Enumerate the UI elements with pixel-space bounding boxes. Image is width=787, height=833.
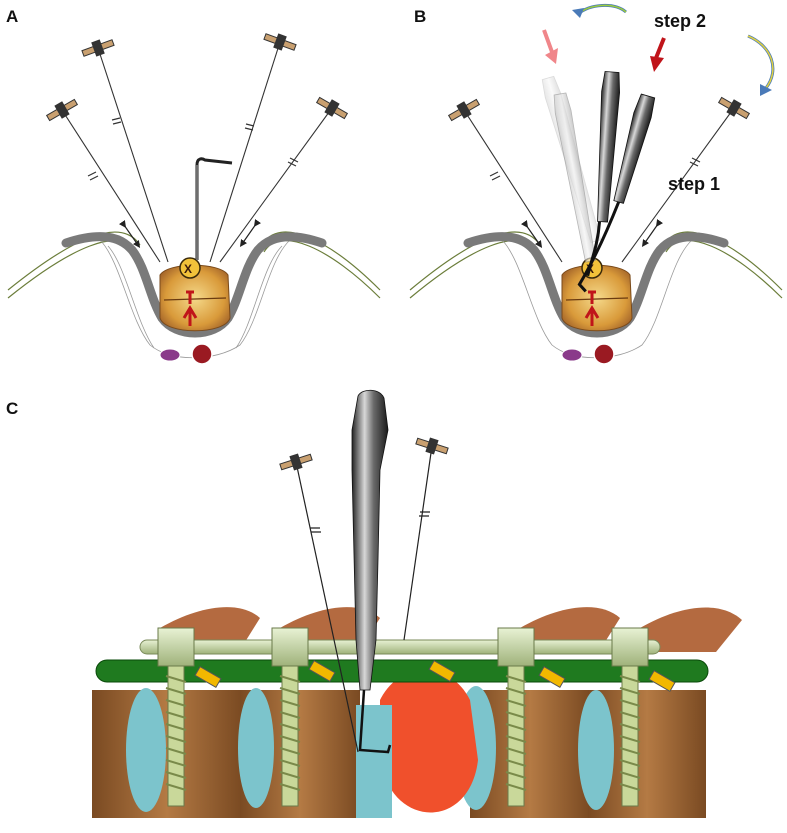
step-1-label: step 1 — [668, 174, 720, 194]
surgical-instrument-icon — [541, 71, 656, 293]
panel-a: A X — [6, 7, 381, 365]
panel-a-label: A — [6, 7, 18, 26]
k-wires — [61, 41, 333, 263]
panel-b: B X — [409, 4, 783, 365]
panel-c-label: C — [6, 399, 18, 418]
hook-instrument — [195, 157, 233, 260]
vessel-artery — [191, 343, 213, 365]
k-wire-handle-icon — [45, 33, 349, 122]
vertebra: X — [159, 257, 231, 332]
vertebra-b: X — [561, 257, 633, 332]
locking-caps — [194, 659, 676, 693]
vessel-vein — [159, 348, 181, 362]
connecting-rod — [139, 639, 661, 655]
instrument-c — [351, 389, 392, 754]
panel-b-label: B — [414, 7, 426, 26]
step-2-label: step 2 — [654, 11, 706, 31]
curved-arrow-icon — [572, 4, 775, 96]
panel-c: C — [6, 389, 742, 818]
svg-text:X: X — [184, 262, 192, 276]
lesion-disc — [356, 705, 392, 818]
lesion — [380, 670, 478, 813]
arrow-icon — [542, 29, 666, 72]
pedicle-screw-icon — [157, 627, 649, 807]
